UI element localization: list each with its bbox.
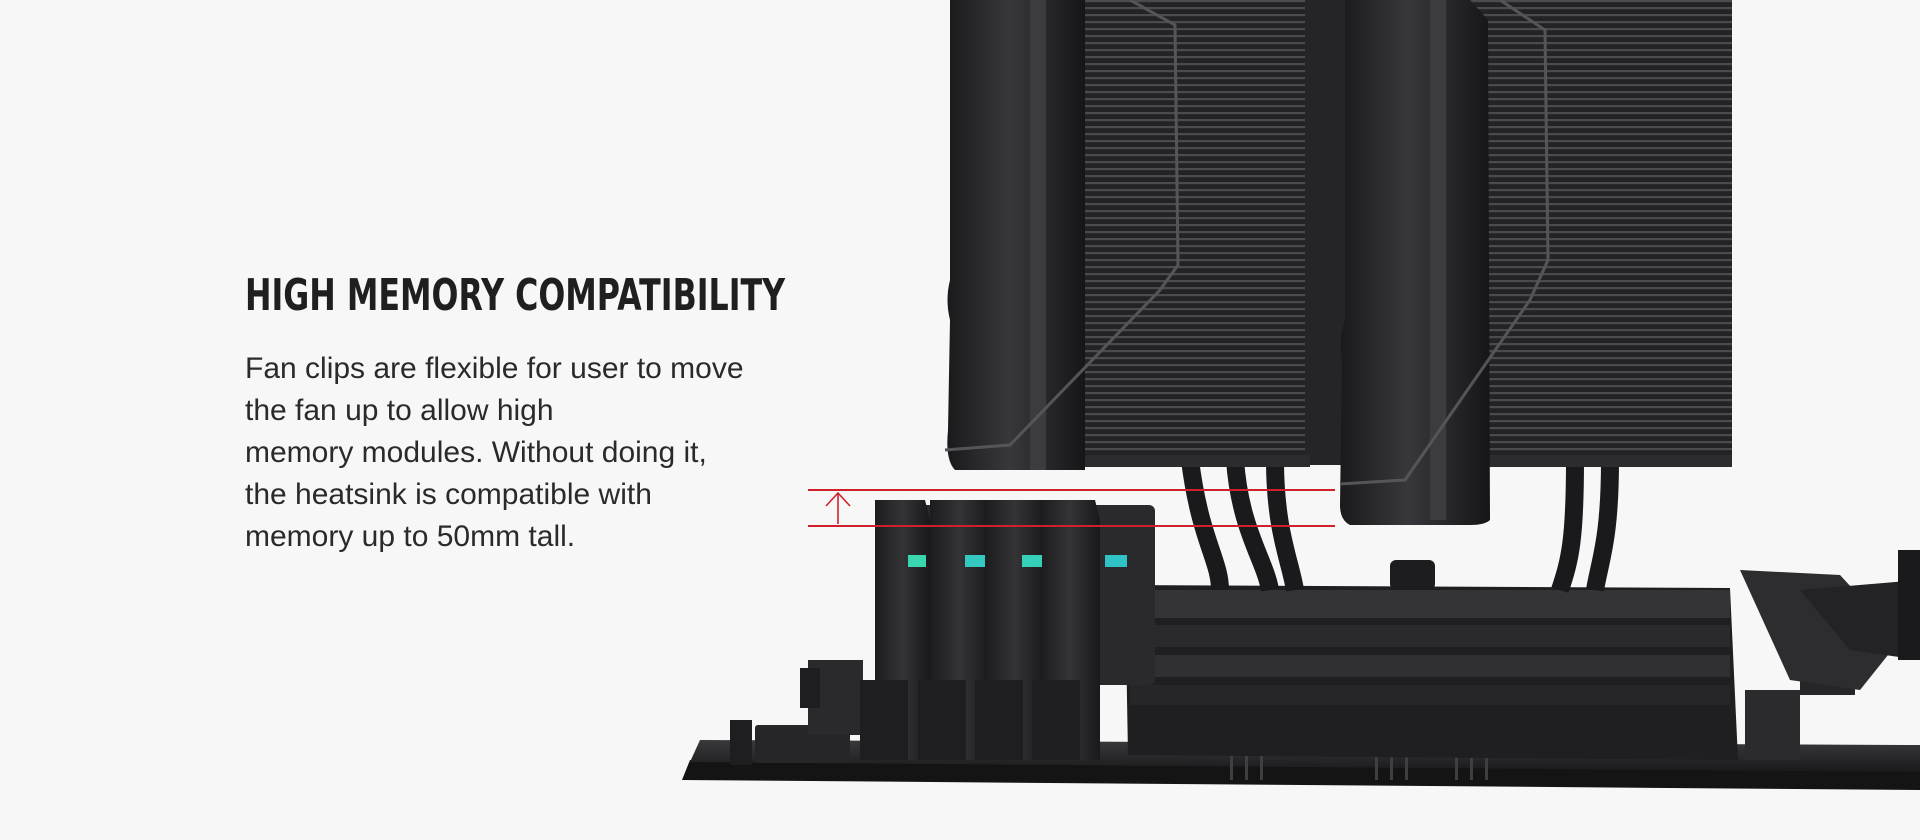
heatsink-fins bbox=[1085, 0, 1732, 467]
clearance-indicator bbox=[808, 489, 1335, 527]
feature-description-line-4: the heatsink is compatible with bbox=[245, 478, 652, 511]
feature-description: Fan clips are flexible for user to move … bbox=[245, 348, 805, 558]
cooler-base-plate bbox=[1125, 560, 1738, 760]
heatpipes bbox=[1181, 458, 1619, 593]
feature-description-line-5: memory up to 50mm tall. bbox=[245, 520, 576, 553]
memory-modules bbox=[860, 500, 1155, 760]
cooling-fans bbox=[947, 0, 1490, 525]
rgb-light-strips bbox=[908, 555, 1127, 567]
fan-clips bbox=[944, 0, 1550, 486]
feature-description-line-3: memory modules. Without doing it, bbox=[245, 436, 707, 469]
feature-description-line-2: the fan up to allow high bbox=[245, 394, 554, 427]
feature-text-block: HIGH MEMORY COMPATIBILITY Fan clips are … bbox=[245, 270, 805, 558]
feature-description-line-1: Fan clips are flexible for user to move bbox=[245, 352, 744, 385]
